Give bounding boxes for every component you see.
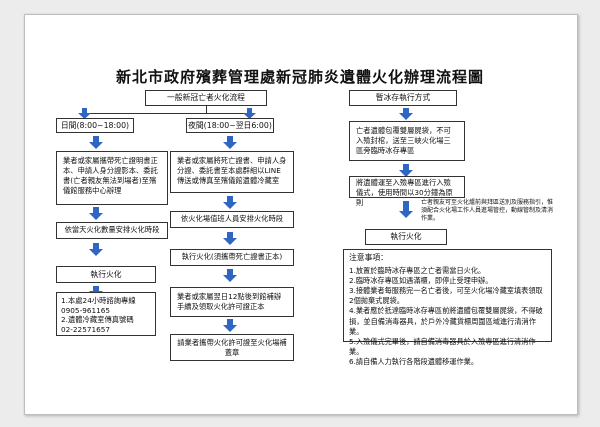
arrow-down-icon: [223, 196, 237, 209]
list-item: 4.業者應於抵達臨時冰存專區前將遺體包覆雙層屍袋，不得破損，並自備消毒器具，於戶…: [349, 306, 543, 336]
page-title: 新北市政府殯葬管理處新冠肺炎遺體火化辦理流程圖: [115, 68, 484, 86]
day-step-cremation: 執行火化: [56, 266, 156, 283]
storage-step-transport: 亡者遺體包覆雙層屍袋，不可入殮封棺，送至三峽火化場三區旁臨時冰存專區: [349, 121, 465, 161]
notes-title: 注意事項：: [349, 253, 388, 262]
arrow-down-icon: [223, 269, 237, 282]
notes-list: 1.放置於臨時冰存專區之亡者需當日火化。 2.臨時冰存專區如遇滿櫃，即停止受理申…: [349, 266, 546, 368]
night-time-label: 夜間(18:00~翌日6:00): [186, 118, 274, 133]
arrow-down-icon: [399, 164, 413, 177]
arrow-down-icon: [399, 108, 413, 120]
general-flow-header: 一般新冠亡者火化流程: [145, 90, 267, 106]
arrow-down-icon: [223, 232, 237, 245]
arrow-down-icon: [399, 201, 413, 218]
storage-flow-header: 暫冰存執行方式: [349, 90, 457, 106]
connector-line: [206, 106, 207, 113]
night-step-cremation: 執行火化(須攜帶死亡證書正本): [170, 249, 294, 266]
arrow-down-icon: [89, 136, 103, 149]
night-step-stamp: 請業者攜帶火化許可證至火化場補蓋章: [170, 334, 294, 361]
notes-box: 注意事項： 1.放置於臨時冰存專區之亡者需當日火化。 2.臨時冰存專區如遇滿櫃，…: [343, 249, 552, 366]
day-step-apply: 業者或家屬攜帶死亡證明書正本、申請人身分證影本、委託書(亡者親友無法到場者)至殯…: [56, 151, 168, 205]
arrow-down-icon: [89, 243, 103, 256]
document-page: [24, 14, 578, 415]
connector-line: [84, 113, 249, 114]
contact-info: 1.本處24小時諮詢專線 0905-961165 2.遺體冷藏室傳真號碼 02-…: [56, 292, 156, 336]
list-item: 6.請自備人力執行各階段遺體移運作業。: [349, 357, 479, 367]
list-item: 2.臨時冰存專區如遇滿櫃，即停止受理申辦。: [349, 275, 493, 285]
arrow-down-icon: [223, 319, 237, 332]
list-item: 1.放置於臨時冰存專區之亡者需當日火化。: [349, 265, 486, 275]
night-step-paperwork: 業者或家屬翌日12點後到館補辦手續及領取火化許可證正本: [170, 287, 294, 317]
day-step-schedule: 依當天火化數量安排火化時段: [56, 222, 168, 239]
arrow-down-icon: [78, 108, 91, 119]
storage-side-note: 亡者親友可至火化爐前與拜區送別及服務指引，惟須配合火化場工作人員進場管控，動線管…: [421, 199, 554, 223]
night-step-schedule: 依火化場值班人員安排火化時段: [170, 211, 294, 228]
arrow-down-icon: [223, 136, 237, 149]
storage-step-cremation: 執行火化: [365, 229, 447, 245]
storage-step-encoffin: 將遺體運至入殮專區進行入殮儀式，使用時間以30分鐘為原則: [349, 176, 465, 207]
list-item: 3.接體業者每服務完一名亡者後，可至火化場冷藏室填表領取2個拋棄式屍袋。: [349, 285, 543, 306]
arrow-down-icon: [89, 207, 103, 220]
day-time-label: 日間(8:00~18:00): [56, 118, 134, 133]
night-step-submit: 業者或家屬將死亡證書、申請人身分證、委託書至本處群組以LINE傳送或傳真至殯儀館…: [170, 151, 294, 193]
list-item: 5.入殮儀式完畢後，請自備消毒器具於入殮專區進行清消作業。: [349, 336, 536, 357]
arrow-down-icon: [243, 108, 256, 119]
